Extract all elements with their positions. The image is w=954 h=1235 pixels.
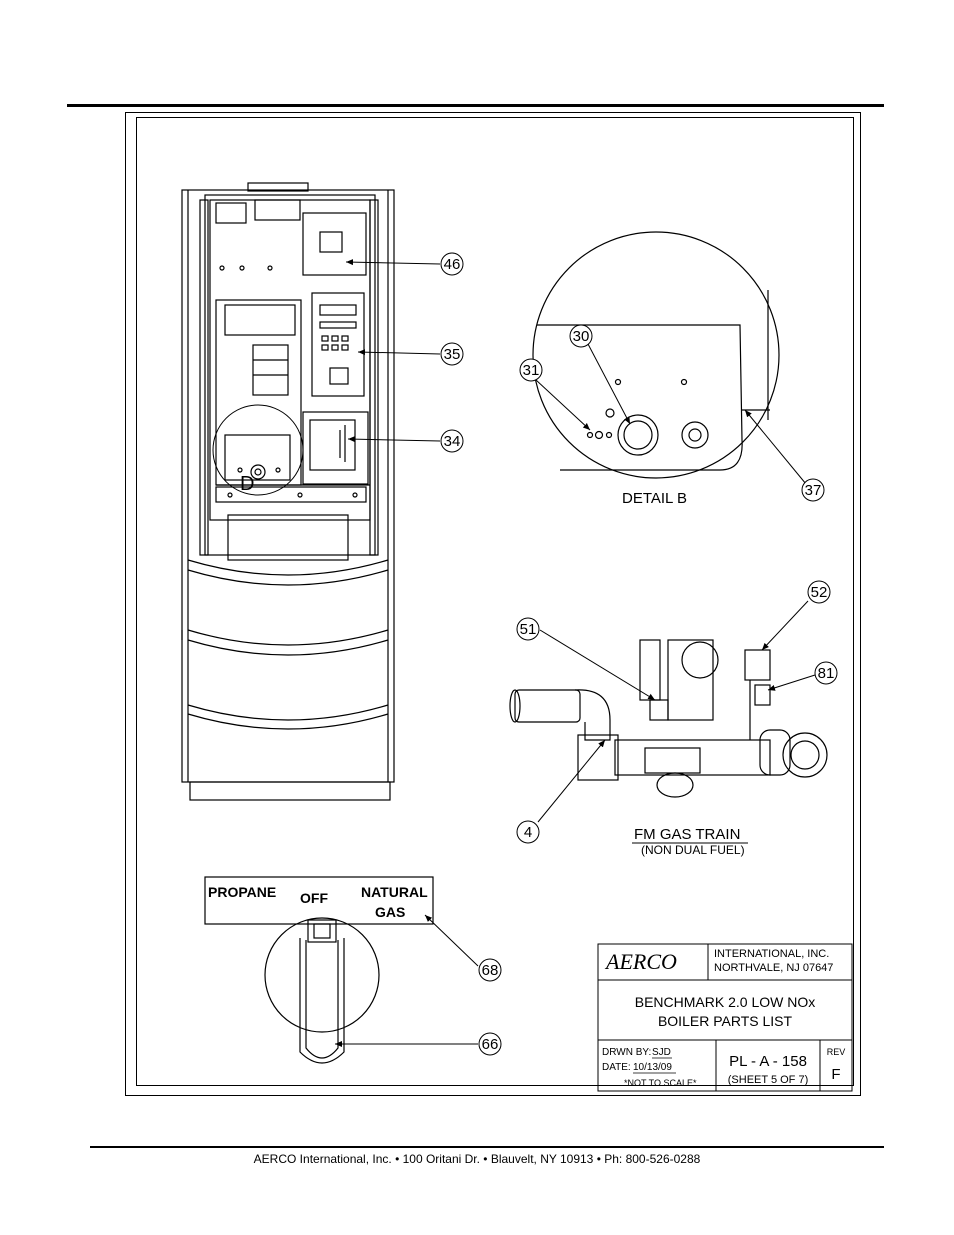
switch-propane-label: PROPANE [208, 884, 276, 900]
callout-31: 31 [523, 362, 540, 379]
date-value: 10/13/09 [633, 1062, 672, 1073]
drawing-number: PL - A - 158 [729, 1053, 807, 1070]
fuel-selector-switch [204, 876, 434, 1064]
gas-train-view [509, 639, 828, 798]
detail-b-view [532, 231, 780, 479]
selector-handle [305, 940, 339, 1059]
callout-46: 46 [444, 256, 461, 273]
boiler-front-view [181, 182, 395, 801]
switch-natural-label: NATURAL [361, 884, 428, 900]
transformer [252, 344, 289, 396]
gas-train-subtitle: (NON DUAL FUEL) [641, 843, 745, 857]
date-label: DATE: [602, 1062, 631, 1073]
drawing-border-inner [136, 117, 854, 1086]
callout-balloons [440, 252, 838, 1056]
aerco-logo: AERCO [604, 949, 677, 974]
rev-label: REV [827, 1047, 846, 1057]
balloon-51 [516, 617, 540, 641]
switch-off-label: OFF [300, 890, 328, 906]
drawing-title-line2: BOILER PARTS LIST [658, 1013, 793, 1029]
part-35-controller [311, 292, 365, 397]
callout-81: 81 [818, 665, 835, 682]
balloon-4 [516, 820, 540, 844]
callout-34: 34 [444, 433, 461, 450]
company-line1: INTERNATIONAL, INC. [714, 948, 829, 960]
scale-note: *NOT TO SCALE* [624, 1078, 697, 1088]
balloon-52 [807, 580, 831, 604]
boiler-cabinet [181, 189, 395, 783]
balloon-35 [440, 342, 464, 366]
detail-circle [212, 404, 304, 496]
sheet-number: (SHEET 5 OF 7) [728, 1074, 808, 1086]
callout-68: 68 [482, 962, 499, 979]
callout-30: 30 [573, 328, 590, 345]
part-52 [744, 649, 771, 681]
callout-52: 52 [811, 584, 828, 601]
rev-value: F [831, 1066, 840, 1083]
callout-35: 35 [444, 346, 461, 363]
top-rule [67, 104, 884, 107]
balloon-37 [801, 478, 825, 502]
gas-train-title: FM GAS TRAIN [634, 826, 740, 843]
balloon-66 [478, 1032, 502, 1056]
drawn-by-value: SJD [652, 1047, 671, 1058]
company-line2: NORTHVALE, NJ 07647 [714, 962, 833, 974]
gas-outlet-flange [782, 732, 828, 778]
balloon-81 [814, 661, 838, 685]
selector-dial [264, 917, 380, 1033]
part-34-box [302, 411, 369, 485]
title-block [597, 943, 853, 1092]
gas-inlet-pipe [514, 689, 581, 723]
callout-4: 4 [524, 824, 532, 841]
balloon-30 [569, 324, 593, 348]
balloon-68 [478, 958, 502, 982]
balloon-31 [519, 358, 543, 382]
boiler-base [189, 781, 391, 801]
detail-b-label: DETAIL B [622, 490, 687, 507]
drawn-by-label: DRWN BY: [602, 1047, 651, 1058]
detail-b-circle [532, 231, 780, 479]
drawing-title-line1: BENCHMARK 2.0 LOW NOx [635, 994, 815, 1010]
balloon-34 [440, 429, 464, 453]
part-51 [649, 699, 669, 721]
callout-51: 51 [520, 621, 537, 638]
callout-37: 37 [805, 482, 822, 499]
detail-label: D [240, 473, 254, 495]
switch-gas-label: GAS [375, 904, 405, 920]
part-81 [754, 684, 771, 706]
callout-66: 66 [482, 1036, 499, 1053]
page-footer: AERCO International, Inc. • 100 Oritani … [253, 1152, 701, 1166]
drawing-border-outer [125, 112, 861, 1096]
sight-glass [681, 421, 709, 449]
part-46-box [302, 212, 367, 276]
pipe-elbow [577, 734, 619, 781]
balloon-46 [440, 252, 464, 276]
part-30-port [617, 414, 659, 456]
bottom-rule [90, 1146, 884, 1148]
boiler-panel [204, 194, 376, 556]
